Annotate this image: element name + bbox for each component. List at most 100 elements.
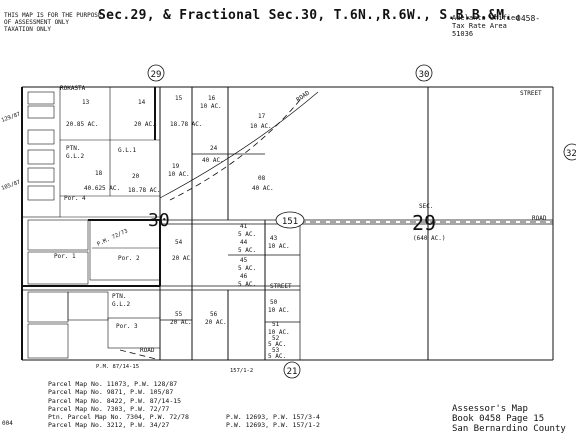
small-parcel bbox=[27, 185, 55, 201]
parcel-17: 17 bbox=[258, 113, 266, 120]
parcel-18: 18 bbox=[95, 170, 103, 177]
ptn1-label: PTN. bbox=[66, 145, 80, 152]
parcel-map-entry: Ptn. Parcel Map No. 7304, P.W. 72/78 bbox=[48, 413, 189, 422]
parcel-16: 16 bbox=[208, 95, 216, 102]
por2-label: Por. 2 bbox=[118, 255, 140, 262]
parcel-45: 45 bbox=[240, 257, 248, 264]
parcel-map-list-right: P.W. 12693, P.W. 157/3-4 P.W. 12693, P.W… bbox=[226, 413, 320, 430]
parcel-14-acres: 20 AC. bbox=[134, 121, 156, 128]
small-parcel bbox=[107, 317, 161, 349]
parcel-map-entry: Parcel Map No. 9871, P.W. 105/87 bbox=[48, 388, 174, 397]
por3-label: Por. 3 bbox=[116, 323, 138, 330]
parcel-52: 52 bbox=[272, 335, 280, 342]
section-21-label: 21 bbox=[287, 367, 298, 377]
middle-road-name: ROAD bbox=[532, 215, 547, 222]
parcel-map-entry: Parcel Map No. 3212, P.W. 34/27 bbox=[48, 421, 170, 430]
section-32-label: 32 bbox=[566, 149, 576, 159]
county-line: San Bernardino County bbox=[452, 424, 566, 434]
parcel-53-acres: 5 AC. bbox=[268, 353, 286, 360]
small-parcel bbox=[27, 251, 89, 285]
district-name: Adelanto Unified bbox=[452, 14, 520, 22]
pm-72-73-label: P.M. 72/73 bbox=[96, 228, 129, 247]
parcel-20-acres: 18.78 AC. bbox=[128, 187, 161, 194]
lower-street-name: STREET bbox=[270, 283, 292, 290]
parcel-44: 44 bbox=[240, 239, 248, 246]
parcel-15-acres: 18.78 AC. bbox=[170, 121, 203, 128]
small-parcel bbox=[27, 323, 69, 359]
rokasta-name: ROKASTA bbox=[60, 85, 86, 92]
parcel-50: 50 bbox=[270, 299, 278, 306]
section-32-bubble bbox=[563, 143, 576, 161]
disclaimer-line: TAXATION ONLY bbox=[4, 26, 51, 33]
parcel-56-acres: 20 AC. bbox=[205, 319, 227, 326]
small-parcel bbox=[27, 291, 69, 323]
gl2-label: G.L.2 bbox=[66, 153, 84, 160]
parcel-54-acres: 20 AC. bbox=[172, 255, 194, 262]
disclaimer-line: THIS MAP IS FOR THE PURPOSE bbox=[4, 12, 102, 19]
small-parcel bbox=[27, 105, 55, 119]
section-21-bubble bbox=[283, 361, 301, 379]
parcel-15: 15 bbox=[175, 95, 183, 102]
parcel-24: 24 bbox=[210, 145, 218, 152]
parcel-map-entry: P.W. 12693, P.W. 157/3-4 bbox=[226, 413, 320, 421]
gl2b-label: G.L.2 bbox=[112, 301, 130, 308]
gl1-label: G.L.1 bbox=[118, 147, 136, 154]
parcel-map-entry: Parcel Map No. 8422, P.W. 87/14-15 bbox=[48, 396, 182, 405]
parcel-56: 56 bbox=[210, 311, 218, 318]
parcel-map-list: Parcel Map No. 11073, P.W. 128/87 Parcel… bbox=[48, 380, 189, 430]
parcel-14: 14 bbox=[138, 99, 146, 106]
parcel-50-acres: 10 AC. bbox=[268, 307, 290, 314]
parcel-13-acres: 20.85 AC. bbox=[66, 121, 99, 128]
sec-label: SEC. bbox=[419, 203, 433, 210]
tra-label: Tax Rate Area bbox=[452, 22, 507, 30]
parcel-map-entry: Parcel Map No. 7303, P.W. 72/77 bbox=[48, 404, 170, 413]
parcel-51-acres: 10 AC. bbox=[268, 329, 290, 336]
section-30-label: 30 bbox=[419, 70, 430, 80]
small-parcel bbox=[27, 91, 55, 105]
parcel-map-entry: Parcel Map No. 11073, P.W. 128/87 bbox=[48, 380, 178, 388]
parcel-19: 19 bbox=[172, 163, 180, 170]
lot-157-label: 157/1-2 bbox=[230, 368, 253, 374]
small-parcel bbox=[27, 219, 89, 251]
parcel-46: 46 bbox=[240, 273, 248, 280]
tax-rate-area-block: Adelanto Unified Tax Rate Area 51036 bbox=[452, 14, 519, 38]
diagonal-road-centerline bbox=[169, 99, 301, 201]
pm-centerline bbox=[119, 349, 161, 361]
parcel-08: 08 bbox=[258, 175, 266, 182]
parcel-55-acres: 20 AC. bbox=[170, 319, 192, 326]
sec-acres: (640 AC.) bbox=[413, 235, 446, 242]
parcel-43: 43 bbox=[270, 235, 278, 242]
route-151-bubble bbox=[275, 211, 305, 229]
heavy-boundary bbox=[88, 219, 161, 286]
section-29-bubble bbox=[147, 64, 165, 82]
big-section-30: 30 bbox=[148, 210, 170, 231]
lot-129-label: 129/87 bbox=[1, 111, 22, 123]
disclaimer-note: THIS MAP IS FOR THE PURPOSE OF ASSESSMEN… bbox=[4, 12, 102, 33]
section-30-bubble bbox=[415, 64, 433, 82]
small-parcel bbox=[67, 291, 109, 321]
bottom-road-name: ROAD bbox=[140, 347, 155, 354]
disclaimer-line: OF ASSESSMENT ONLY bbox=[4, 19, 70, 26]
parcel-map-entry: P.W. 12693, P.W. 157/1-2 bbox=[226, 421, 320, 430]
parcel-45-acres: 5 AC. bbox=[238, 265, 256, 272]
pm-87-label: P.M. 87/14-15 bbox=[96, 364, 139, 370]
parcel-24-acres: 40 AC. bbox=[202, 157, 224, 164]
parcel-53: 53 bbox=[272, 347, 280, 354]
lot-105-label: 105/87 bbox=[1, 179, 22, 191]
diagonal-road-edge bbox=[159, 91, 319, 199]
parcel-19-acres: 10 AC. bbox=[168, 171, 190, 178]
parcel-46-acres: 5 AC. bbox=[238, 281, 256, 288]
parcel-52-acres: 5 AC. bbox=[268, 341, 286, 348]
top-street-name: STREET bbox=[520, 90, 542, 97]
parcel-41: 41 bbox=[240, 223, 248, 230]
parcel-13: 13 bbox=[82, 99, 90, 106]
parcel-41-acres: 5 AC. bbox=[238, 231, 256, 238]
big-section-29: 29 bbox=[412, 211, 436, 235]
book-page-line: Book 0458 Page 15 bbox=[452, 414, 545, 424]
parcel-54: 54 bbox=[175, 239, 183, 246]
parcel-20: 20 bbox=[132, 173, 140, 180]
tra-number: 51036 bbox=[452, 30, 474, 38]
parcel-18-acres: 40.625 AC. bbox=[84, 185, 120, 192]
assessor-footer: Assessor's Map Book 0458 Page 15 San Ber… bbox=[452, 404, 566, 434]
